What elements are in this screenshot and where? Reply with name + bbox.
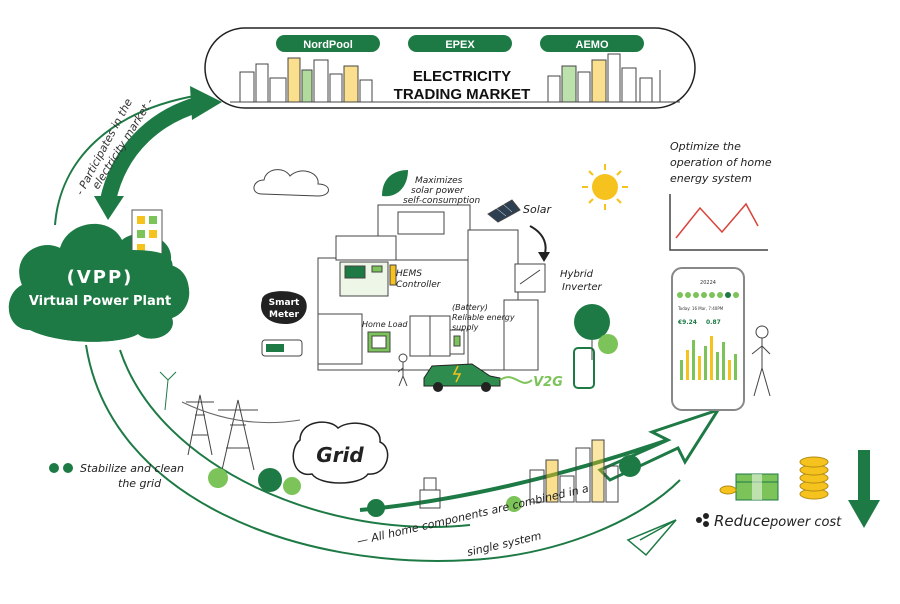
paper-plane-icon (626, 519, 677, 557)
smart-meter-line1: Smart (269, 298, 300, 308)
house-illustration (317, 204, 539, 371)
reduce-bullet-1 (696, 517, 702, 523)
participates-arrow-head-top (190, 86, 222, 120)
coins-icon (719, 456, 829, 500)
grid-inner-arc (119, 349, 471, 529)
phone-header: 20224 (700, 280, 716, 286)
leaf-icon (382, 170, 408, 197)
pill-nordpool (276, 35, 380, 52)
hems-line2: Controller (396, 280, 442, 290)
exchange-epex: EPEX (445, 39, 475, 51)
meter-screen (266, 344, 284, 352)
market-title-line1: ELECTRICITY (413, 68, 511, 85)
vpp-to-grid-arc (85, 344, 681, 562)
market-title-line2: TRADING MARKET (394, 86, 531, 103)
maximizes-line3: self-consumption (403, 196, 481, 206)
solar-arrow-head (538, 252, 550, 262)
stabilize-line1: Stabilize and clean (80, 462, 184, 475)
reduce-bullet-3 (703, 521, 709, 527)
optimize-line1: Optimize the (670, 140, 741, 153)
phone-day-dots (677, 292, 739, 298)
participates-arrow (100, 96, 203, 202)
stabilize-line2: the grid (118, 477, 162, 490)
skyline-right (547, 53, 661, 103)
money-icon (735, 473, 779, 501)
battery-line2: Reliable energy (452, 313, 515, 322)
combined-line2: single system (466, 529, 543, 559)
battery-line3: supply (452, 323, 479, 332)
maximizes-line2: solar power (411, 186, 465, 196)
grid-trees (208, 455, 641, 517)
house-trees (574, 304, 618, 360)
exchange-nordpool: NordPool (303, 39, 353, 51)
pill-aemo (540, 35, 644, 52)
person-at-house (397, 353, 408, 387)
hybrid-line2: Inverter (562, 282, 603, 293)
reduce-bullet-2 (703, 513, 709, 519)
vpp-cloud-front (8, 232, 190, 342)
optimize-line2: operation of home (670, 156, 772, 169)
bullet-dot-1 (49, 463, 59, 473)
grid-label: Grid (316, 443, 364, 467)
pill-epex (408, 35, 512, 52)
phone-value-right: 0.87 (706, 319, 721, 326)
battery-line1: (Battery) (452, 303, 488, 312)
market-arc (54, 94, 201, 226)
grid-city (419, 439, 619, 509)
mini-chart-axes (669, 194, 768, 251)
home-load-label: Home Load (362, 320, 408, 329)
exchange-aemo: AEMO (576, 39, 609, 51)
phone-date: Today: 16 Mar, 7:40PM (677, 306, 724, 311)
solar-label: Solar (523, 203, 553, 216)
grid-towers (159, 371, 301, 471)
vpp-abbr: (VPP) (67, 267, 134, 288)
smartphone (671, 267, 745, 411)
smart-meter-line2: Meter (269, 310, 299, 320)
vpp-name: Virtual Power Plant (29, 294, 171, 309)
hems-line1: HEMS (396, 269, 422, 279)
optimize-line3: energy system (670, 172, 752, 185)
v2g-label: V2G (533, 375, 563, 390)
hybrid-inverter-icon (514, 263, 546, 293)
smart-meter-bubble (261, 291, 307, 324)
bullet-dot-2 (63, 463, 73, 473)
solar-panel-icon (487, 199, 521, 223)
reduce-word: Reduce (714, 512, 770, 530)
phone-bar-chart (680, 336, 737, 380)
hybrid-line1: Hybrid (560, 269, 594, 280)
maximizes-line1: Maximizes (415, 176, 463, 186)
cloud-outline-icon (253, 169, 329, 197)
mini-chart-line (675, 202, 759, 239)
charger-icon (573, 347, 595, 389)
reduce-rest: power cost (769, 515, 842, 530)
inverter-diagonal (519, 269, 541, 285)
sun-icon (582, 164, 628, 210)
phone-value-left: €9.24 (677, 319, 697, 326)
person-at-phone (751, 325, 771, 397)
solar-to-inverter-arrow (529, 225, 547, 257)
grid-bubble (292, 421, 389, 484)
rise-arrow-body (359, 438, 669, 512)
electric-car-icon (423, 363, 501, 392)
down-arrow-icon (848, 450, 880, 528)
participates-arrow-head-bottom (94, 196, 124, 220)
charge-cable (499, 376, 533, 384)
